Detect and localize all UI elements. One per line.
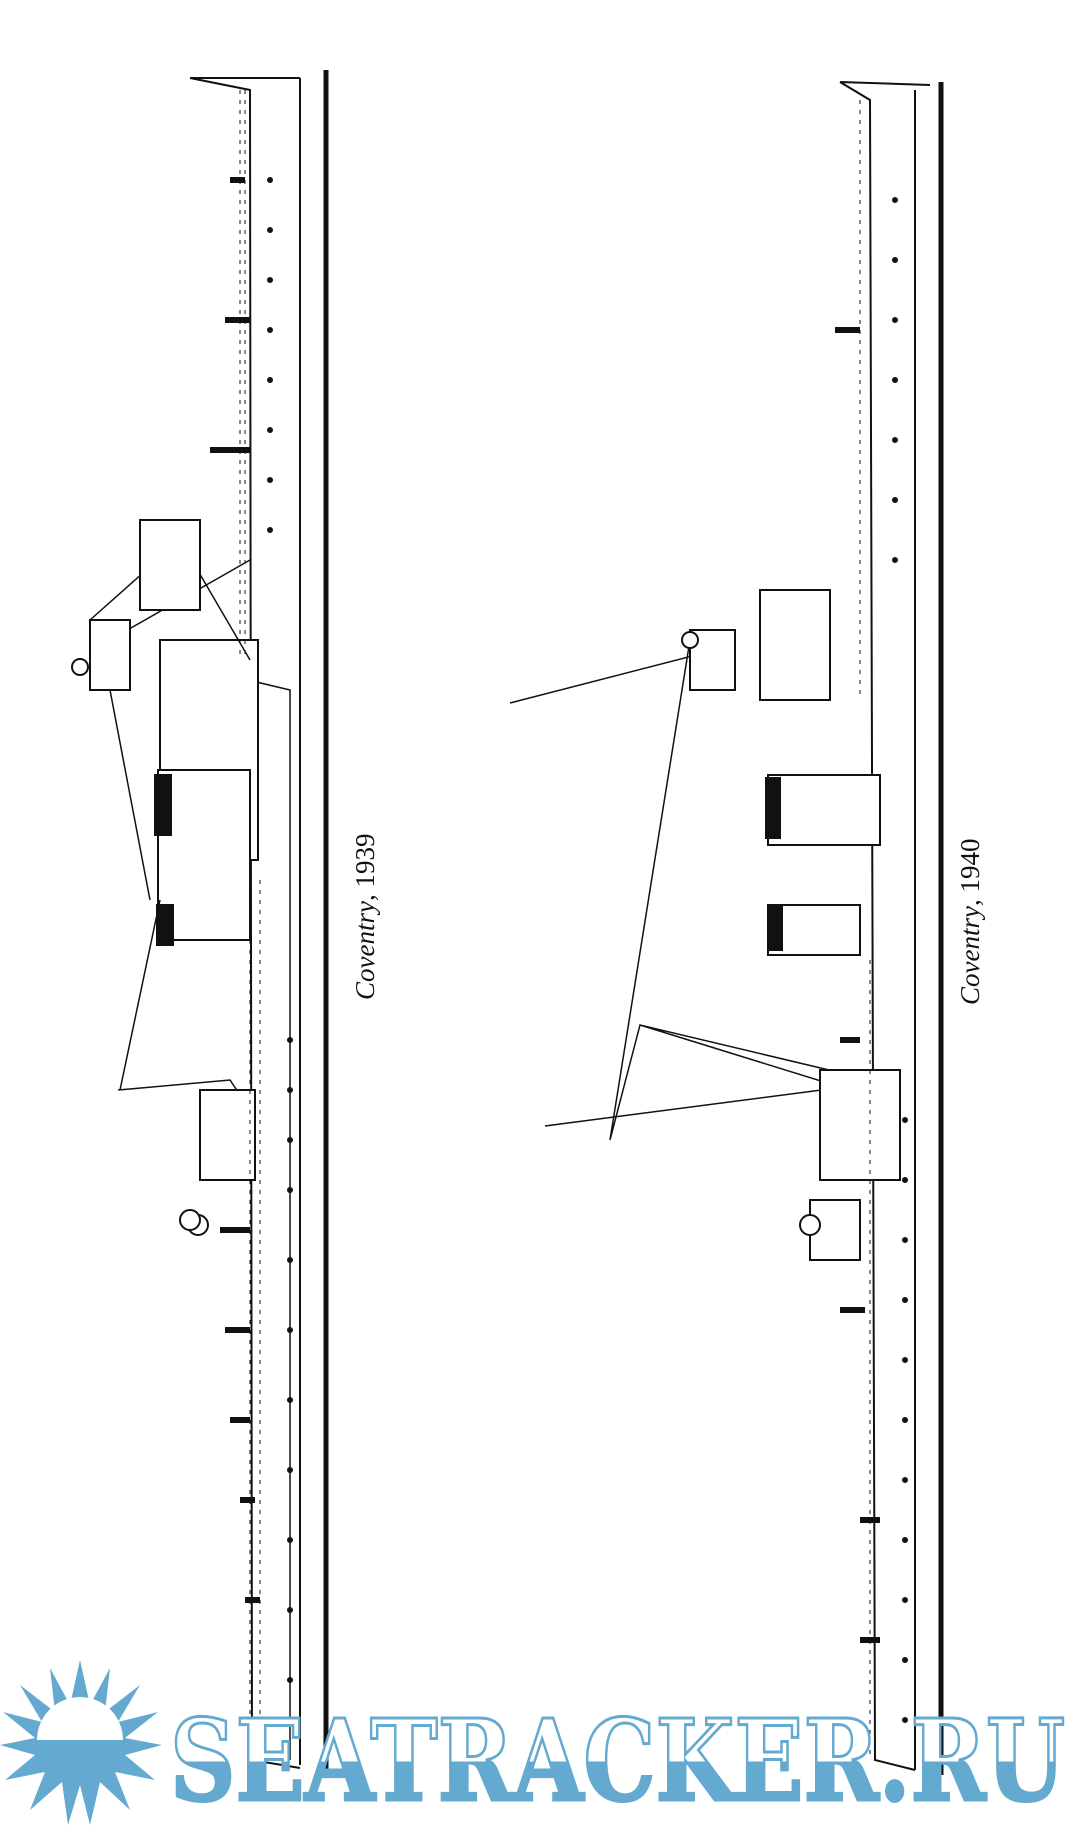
caption-ship-name: Coventry [350,901,380,1000]
forward-funnel-1 [767,774,881,846]
caption-1939: Coventry, 1939 [350,833,380,1000]
masts-rigging [509,639,861,1141]
caption-ship-name: Coventry [955,906,985,1005]
caption-year: 1940 [955,838,985,893]
sun-icon [0,1660,162,1825]
portholes [267,177,293,1683]
director-tower [689,629,736,691]
ship-profile-1940 [509,81,944,1775]
watermark-text: SEATRACKER.RU [170,1696,1065,1825]
hull-outline [839,81,931,1771]
ship-profile-1939 [71,70,329,1770]
portholes [892,197,908,1723]
caption-1940: Coventry, 1940 [955,838,985,1005]
director-tower [89,619,131,691]
seatracker-watermark: SEATRACKER.RU [0,1660,1067,1825]
caption-year: 1939 [350,833,380,888]
